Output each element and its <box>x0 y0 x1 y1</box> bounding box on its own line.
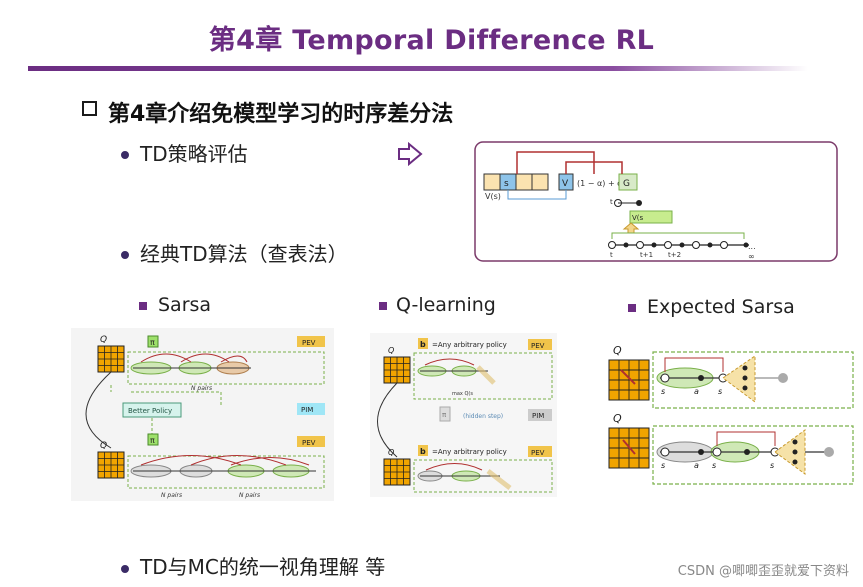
svg-text:s: s <box>661 387 665 396</box>
svg-text:t: t <box>610 251 613 259</box>
svg-text:s: s <box>504 179 509 189</box>
sub-bullet-icon <box>628 304 636 312</box>
svg-text:PEV: PEV <box>531 449 545 457</box>
hidden-step-label: (hidden step) <box>463 413 503 420</box>
v-target-label: V(s <box>632 214 644 222</box>
bullet-classic-td: 经典TD算法（查表法） <box>140 242 348 266</box>
svg-text:G: G <box>623 179 630 189</box>
svg-text:t+2: t+2 <box>668 251 681 259</box>
slide-title: 第4章 Temporal Difference RL <box>208 25 655 56</box>
svg-text:π: π <box>150 436 155 445</box>
algo-q-learning: Q-learning <box>396 294 496 316</box>
td-evaluation-diagram: s V(s) V (1 − α) + α G t V(s t t+1 t+2 .… <box>474 141 838 262</box>
svg-text:b: b <box>420 447 426 456</box>
bullet-td-policy-evaluation: TD策略评估 <box>140 142 248 166</box>
svg-text:Q: Q <box>388 346 394 355</box>
svg-text:s: s <box>712 461 716 470</box>
svg-text:π: π <box>442 411 447 419</box>
sub-bullet-icon <box>379 302 387 310</box>
svg-text:Q: Q <box>613 412 622 425</box>
svg-text:s: s <box>770 461 774 470</box>
svg-text:s: s <box>718 387 722 396</box>
svg-text:PEV: PEV <box>531 342 545 350</box>
svg-text:PIM: PIM <box>301 406 313 414</box>
algo-sarsa: Sarsa <box>158 294 212 316</box>
svg-text:π: π <box>150 338 155 347</box>
sarsa-diagram: Q π PEV N pairs Better Policy PIM π PEV … <box>71 328 334 501</box>
svg-text:s: s <box>661 461 665 470</box>
svg-text:a: a <box>694 387 699 396</box>
section-heading: 第4章介绍免模型学习的时序差分法 <box>108 102 454 127</box>
svg-text:b: b <box>420 340 426 349</box>
bullet-td-mc-unified: TD与MC的统一视角理解 等 <box>140 555 386 579</box>
square-bullet-icon <box>82 101 97 116</box>
svg-text:N pairs: N pairs <box>161 492 182 499</box>
svg-text:...: ... <box>748 242 756 251</box>
svg-text:t: t <box>610 198 613 206</box>
svg-text:a: a <box>694 461 699 470</box>
bullet-dot-icon <box>121 565 129 573</box>
sub-bullet-icon <box>139 302 147 310</box>
arrow-right-icon <box>398 142 423 166</box>
title-divider <box>28 66 808 71</box>
svg-text:V: V <box>562 179 569 189</box>
watermark: CSDN @唧唧歪歪就爱下资料 <box>677 564 849 579</box>
expected-sarsa-diagram: Q s a s Q s a s s <box>608 344 854 485</box>
vs-label: V(s) <box>485 192 501 201</box>
bullet-dot-icon <box>121 151 129 159</box>
svg-text:PEV: PEV <box>302 339 316 347</box>
svg-text:PIM: PIM <box>532 412 544 420</box>
svg-text:Q: Q <box>613 344 622 357</box>
svg-text:=Any arbitrary policy: =Any arbitrary policy <box>432 448 507 456</box>
svg-text:N pairs: N pairs <box>239 492 260 499</box>
algo-expected-sarsa: Expected Sarsa <box>647 296 795 318</box>
svg-text:Q: Q <box>100 335 107 345</box>
svg-text:Q: Q <box>100 441 107 451</box>
svg-text:t+1: t+1 <box>640 251 653 259</box>
svg-text:Q: Q <box>388 448 394 457</box>
q-learning-diagram: Q b =Any arbitrary policy PEV max Q(s π … <box>370 333 557 497</box>
svg-text:PEV: PEV <box>302 439 316 447</box>
td-formula: (1 − α) + α <box>577 179 622 188</box>
svg-text:Better Policy: Better Policy <box>128 407 172 415</box>
svg-text:N pairs: N pairs <box>191 385 212 392</box>
svg-text:max Q(s: max Q(s <box>452 391 473 397</box>
svg-text:∞: ∞ <box>748 252 755 261</box>
any-policy-label: =Any arbitrary policy <box>432 341 507 349</box>
bullet-dot-icon <box>121 251 129 259</box>
